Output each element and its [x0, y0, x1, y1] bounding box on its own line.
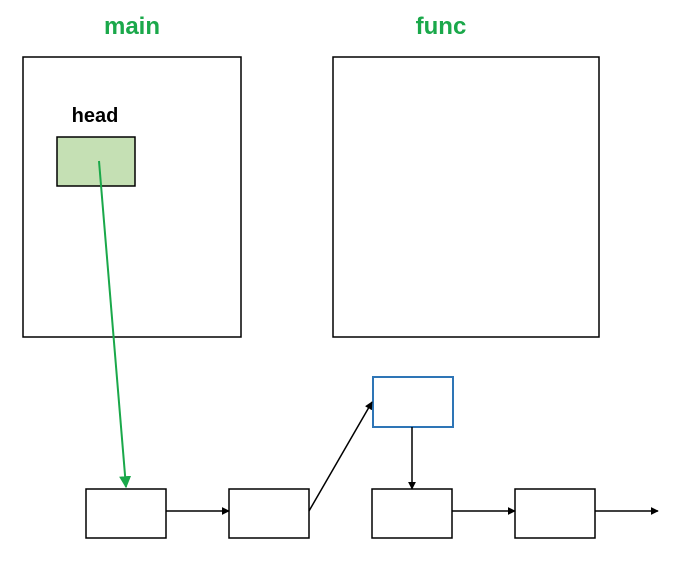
func-frame	[332, 56, 600, 338]
head-pointer-arrow	[98, 160, 132, 489]
list-node-2	[228, 488, 310, 539]
head-variable-box	[56, 136, 136, 187]
new-node	[372, 376, 454, 428]
list-node-4	[514, 488, 596, 539]
func-frame-title: func	[416, 13, 467, 40]
list-node-1	[85, 488, 167, 539]
main-frame-title: main	[104, 13, 160, 40]
link-arrow-2-to-new-node	[308, 401, 373, 512]
list-node-3	[371, 488, 453, 539]
head-variable-label: head	[72, 105, 119, 127]
main-frame	[22, 56, 242, 338]
